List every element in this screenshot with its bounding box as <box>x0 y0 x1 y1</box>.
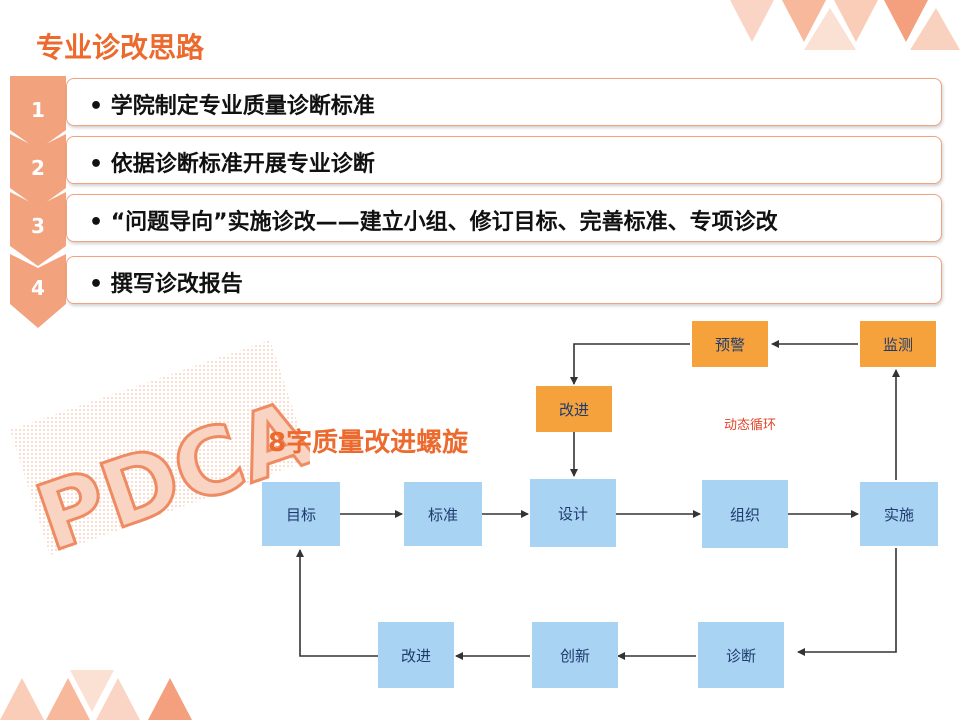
node-warning: 预警 <box>692 321 768 367</box>
node-implement: 实施 <box>860 482 938 546</box>
step-number: 1 <box>31 98 45 122</box>
step-box: • 撰写诊改报告 <box>66 256 942 304</box>
node-standard: 标准 <box>404 482 482 546</box>
step-chevron <box>10 192 66 266</box>
step-text: • 撰写诊改报告 <box>89 272 243 297</box>
step-box: • “问题导向”实施诊改——建立小组、修订目标、完善标准、专项诊改 <box>66 194 942 242</box>
step-box: • 依据诊断标准开展专业诊断 <box>66 136 942 184</box>
spiral-title: 8字质量改进螺旋 <box>268 428 469 458</box>
step-text: • 依据诊断标准开展专业诊断 <box>89 152 375 177</box>
step-row-3: 3 • “问题导向”实施诊改——建立小组、修订目标、完善标准、专项诊改 <box>10 192 942 266</box>
step-text: • 学院制定专业质量诊断标准 <box>89 94 375 119</box>
node-improve-bottom: 改进 <box>378 622 454 688</box>
node-improve-top: 改进 <box>536 386 612 432</box>
node-design: 设计 <box>530 479 616 547</box>
dynamic-cycle-label: 动态循环 <box>724 418 777 433</box>
step-box: • 学院制定专业质量诊断标准 <box>66 78 942 126</box>
step-chevron <box>10 254 66 328</box>
step-number: 3 <box>31 214 45 238</box>
node-diagnose: 诊断 <box>698 622 784 688</box>
decorative-triangles-bottom <box>0 670 192 720</box>
node-target: 目标 <box>262 482 340 546</box>
step-chevron <box>10 134 66 208</box>
step-row-2: 2 • 依据诊断标准开展专业诊断 <box>10 134 942 208</box>
node-organize: 组织 <box>702 480 788 548</box>
step-row-4: 4 • 撰写诊改报告 <box>10 254 942 328</box>
page-title: 专业诊改思路 <box>36 31 205 64</box>
step-chevron <box>10 76 66 150</box>
node-monitor: 监测 <box>860 321 936 367</box>
decorative-triangles-top <box>730 0 960 50</box>
step-number: 2 <box>31 156 45 180</box>
step-row-1: 1 • 学院制定专业质量诊断标准 <box>10 76 942 150</box>
step-number: 4 <box>31 276 45 300</box>
node-innovate: 创新 <box>532 622 618 688</box>
step-text: • “问题导向”实施诊改——建立小组、修订目标、完善标准、专项诊改 <box>89 210 778 235</box>
